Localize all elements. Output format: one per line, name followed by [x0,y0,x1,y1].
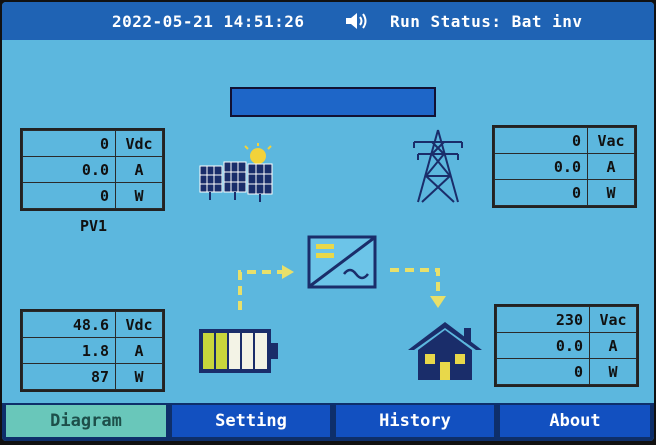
battery-voltage-unit: Vdc [115,311,163,338]
load-current-unit: A [589,332,637,359]
run-status: Run Status: Bat inv [390,12,583,31]
datetime: 2022-05-21 14:51:26 [112,12,305,31]
battery-voltage-value: 48.6 [22,311,116,338]
load-voltage-unit: Vac [589,306,637,333]
pv-label: PV1 [80,217,108,235]
grid-power-unit: W [587,179,635,206]
status-bar: 2022-05-21 14:51:26 Run Status: Bat inv [2,2,654,40]
tab-setting[interactable]: Setting [172,405,330,437]
battery-current-unit: A [115,337,163,364]
grid-power-value: 0 [494,179,588,206]
load-current-value: 0.0 [496,332,590,359]
grid-voltage-value: 0 [494,127,588,154]
pv-power-value: 0 [22,182,116,209]
flow-arrow-inverter-to-load [390,268,446,308]
tab-about[interactable]: About [500,405,650,437]
grid-current-unit: A [587,153,635,180]
pv-voltage-value: 0 [22,130,116,157]
inverter-icon [307,235,377,289]
bottom-tab-bar: Diagram Setting History About [2,403,654,441]
grid-current-value: 0.0 [494,153,588,180]
tab-diagram[interactable]: Diagram [6,405,166,437]
power-tower-icon [413,129,463,203]
flow-arrow-battery-to-inverter [238,265,294,310]
pv-power-unit: W [115,182,163,209]
pv-current-unit: A [115,156,163,183]
solar-panel-icon [199,143,273,202]
pv-current-value: 0.0 [22,156,116,183]
battery-power-value: 87 [22,363,116,390]
load-voltage-value: 230 [496,306,590,333]
message-bar [230,87,436,117]
pv-voltage-unit: Vdc [115,130,163,157]
battery-current-value: 1.8 [22,337,116,364]
battery-power-unit: W [115,363,163,390]
grid-voltage-unit: Vac [587,127,635,154]
load-power-value: 0 [496,358,590,385]
load-power-unit: W [589,358,637,385]
tab-history[interactable]: History [336,405,494,437]
speaker-icon[interactable] [344,11,370,31]
battery-icon [199,329,278,373]
house-icon [408,322,482,380]
